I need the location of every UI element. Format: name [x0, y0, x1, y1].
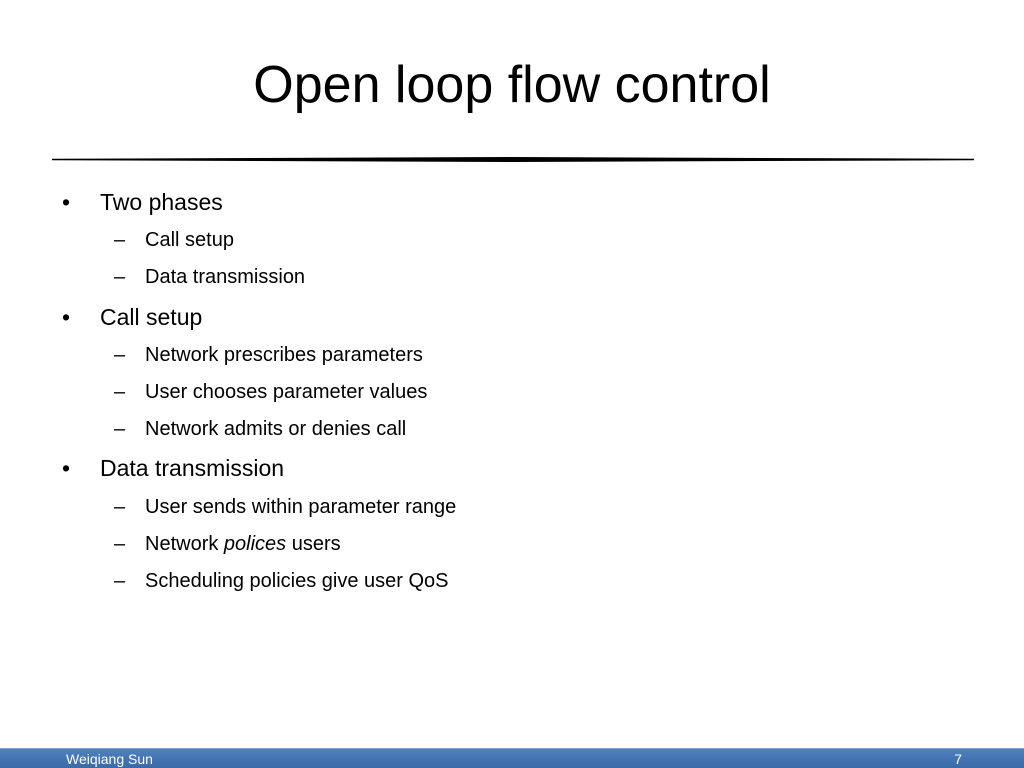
dash-marker: – — [114, 570, 126, 592]
dash-marker: – — [114, 266, 126, 288]
sub-bullet-text: Data transmission — [145, 266, 306, 288]
sub-bullet-text-suffix: users — [286, 533, 341, 555]
dash-marker: – — [114, 418, 126, 440]
bullet-text: Call setup — [100, 304, 203, 330]
bullet-marker: • — [62, 304, 71, 330]
sub-bullet-text: User chooses parameter values — [145, 381, 428, 403]
sub-bullet-text: Call setup — [145, 229, 234, 251]
sub-bullet-text: User sends within parameter range — [145, 496, 457, 518]
dash-marker: – — [114, 344, 126, 366]
slide-title: Open loop flow control — [253, 56, 771, 114]
bullet-text: Two phases — [100, 189, 223, 215]
emphasis-polices: polices — [223, 533, 287, 555]
dash-marker: – — [114, 533, 126, 555]
bullet-marker: • — [62, 189, 71, 215]
footer-author: Weiqiang Sun — [66, 751, 153, 767]
sub-bullet-text-plain: Network — [145, 533, 219, 555]
bullet-text: Data transmission — [100, 455, 285, 481]
dash-marker: – — [114, 496, 126, 518]
sub-bullet-text: Scheduling policies give user QoS — [145, 570, 449, 592]
dash-marker: – — [114, 229, 126, 251]
sub-bullet-text: Network polices users — [145, 531, 341, 557]
sub-bullet-text: Network admits or denies call — [145, 418, 407, 440]
title-divider — [52, 157, 974, 162]
bullet-marker: • — [62, 455, 71, 481]
sub-bullet-text: Network prescribes parameters — [145, 344, 423, 366]
page-number: 7 — [954, 751, 962, 767]
footer-bar: Weiqiang Sun 7 — [0, 748, 1024, 768]
dash-marker: – — [114, 381, 126, 403]
